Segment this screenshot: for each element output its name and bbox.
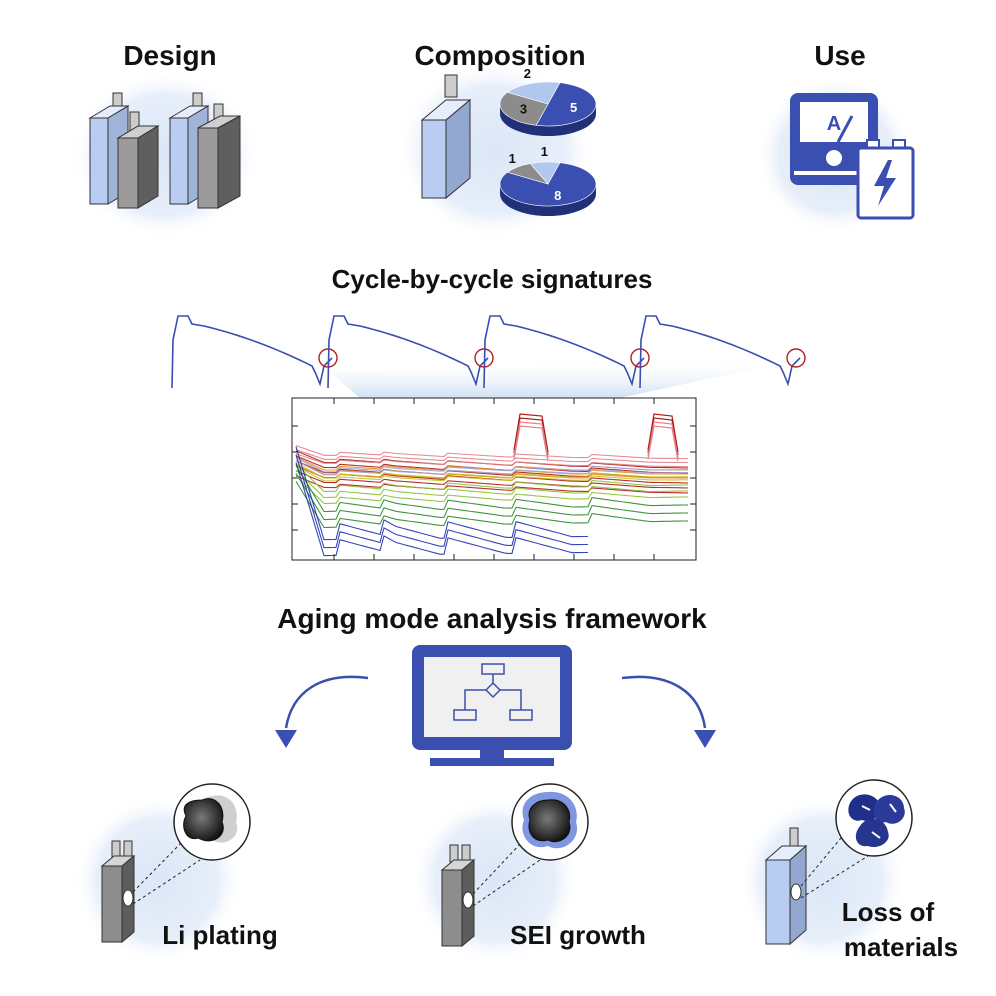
pie-slice	[499, 91, 549, 126]
composition-pies: 5 3 2 8 1 1	[499, 66, 597, 216]
monitor-icon	[412, 645, 572, 766]
aging-curve	[295, 462, 688, 479]
aging-curve	[295, 470, 688, 489]
sei-growth-icon	[440, 783, 589, 948]
framework-title: Aging mode analysis framework	[277, 603, 707, 634]
loss-of-materials-icon	[764, 779, 913, 946]
aging-curve	[295, 465, 689, 513]
aging-curve	[295, 475, 689, 505]
loss-of-materials-label-line2: materials	[844, 932, 958, 962]
aging-curve	[295, 445, 688, 460]
pie-slice-label: 8	[554, 188, 561, 203]
design-cells-icon	[88, 92, 241, 209]
meter-letter: A	[827, 113, 841, 135]
aging-curve	[295, 463, 689, 493]
use-title: Use	[814, 40, 865, 71]
left-arrow	[284, 675, 369, 729]
cycle-curve	[483, 315, 645, 389]
pie-side	[500, 184, 596, 216]
pie-slice-label: 1	[509, 151, 516, 166]
right-arrowhead	[694, 730, 716, 748]
pie-side	[500, 104, 596, 136]
aging-curve-spike	[647, 417, 679, 456]
meter-icon: A	[790, 93, 878, 185]
aging-curve-spike	[513, 417, 549, 456]
aging-curve	[295, 449, 688, 464]
lightning-icon	[874, 160, 896, 206]
cycle-curve	[327, 315, 489, 389]
aging-curve	[295, 457, 689, 473]
aging-curve	[295, 454, 588, 549]
pie-slice	[529, 161, 561, 185]
cycle-curve	[171, 315, 333, 389]
loss-of-materials-label-line1: Loss of	[842, 897, 935, 927]
aging-curve	[295, 446, 588, 541]
aging-curve-spike	[647, 425, 679, 462]
aging-curve	[295, 453, 688, 468]
composition-title: Composition	[414, 40, 585, 71]
pie-slice	[535, 82, 597, 127]
cycle-curve	[639, 315, 801, 389]
li-plating-icon	[100, 783, 251, 944]
aging-curve	[295, 481, 689, 529]
signatures-title: Cycle-by-cycle signatures	[332, 264, 653, 294]
highlight-circle	[786, 348, 806, 368]
pie-slice-label: 3	[520, 101, 527, 116]
flowchart-icon	[453, 663, 533, 721]
pie-slice-label: 2	[524, 66, 531, 81]
aging-curve-spike	[513, 425, 549, 462]
pie-slice-label: 5	[570, 100, 577, 115]
zoom-fan	[330, 358, 805, 398]
aging-curves	[292, 398, 696, 560]
left-arrowhead	[275, 730, 297, 748]
aging-curve	[295, 473, 689, 521]
battery-icon	[856, 139, 915, 220]
right-arrow	[621, 675, 707, 729]
aging-curve-spike	[513, 421, 549, 459]
pie-slice	[506, 81, 561, 105]
aging-curve	[295, 465, 688, 482]
cycle-signature-curves	[171, 315, 806, 389]
design-title: Design	[123, 40, 216, 71]
li-plating-label: Li plating	[162, 920, 278, 950]
sei-growth-label: SEI growth	[510, 920, 646, 950]
pie-slice-label: 1	[541, 144, 548, 159]
aging-curve	[295, 475, 688, 494]
aging-curve	[295, 462, 588, 557]
aging-curve-spike	[647, 421, 679, 459]
aging-curve	[295, 460, 689, 476]
composition-cell-icon	[420, 74, 472, 200]
aging-curve	[295, 469, 689, 499]
